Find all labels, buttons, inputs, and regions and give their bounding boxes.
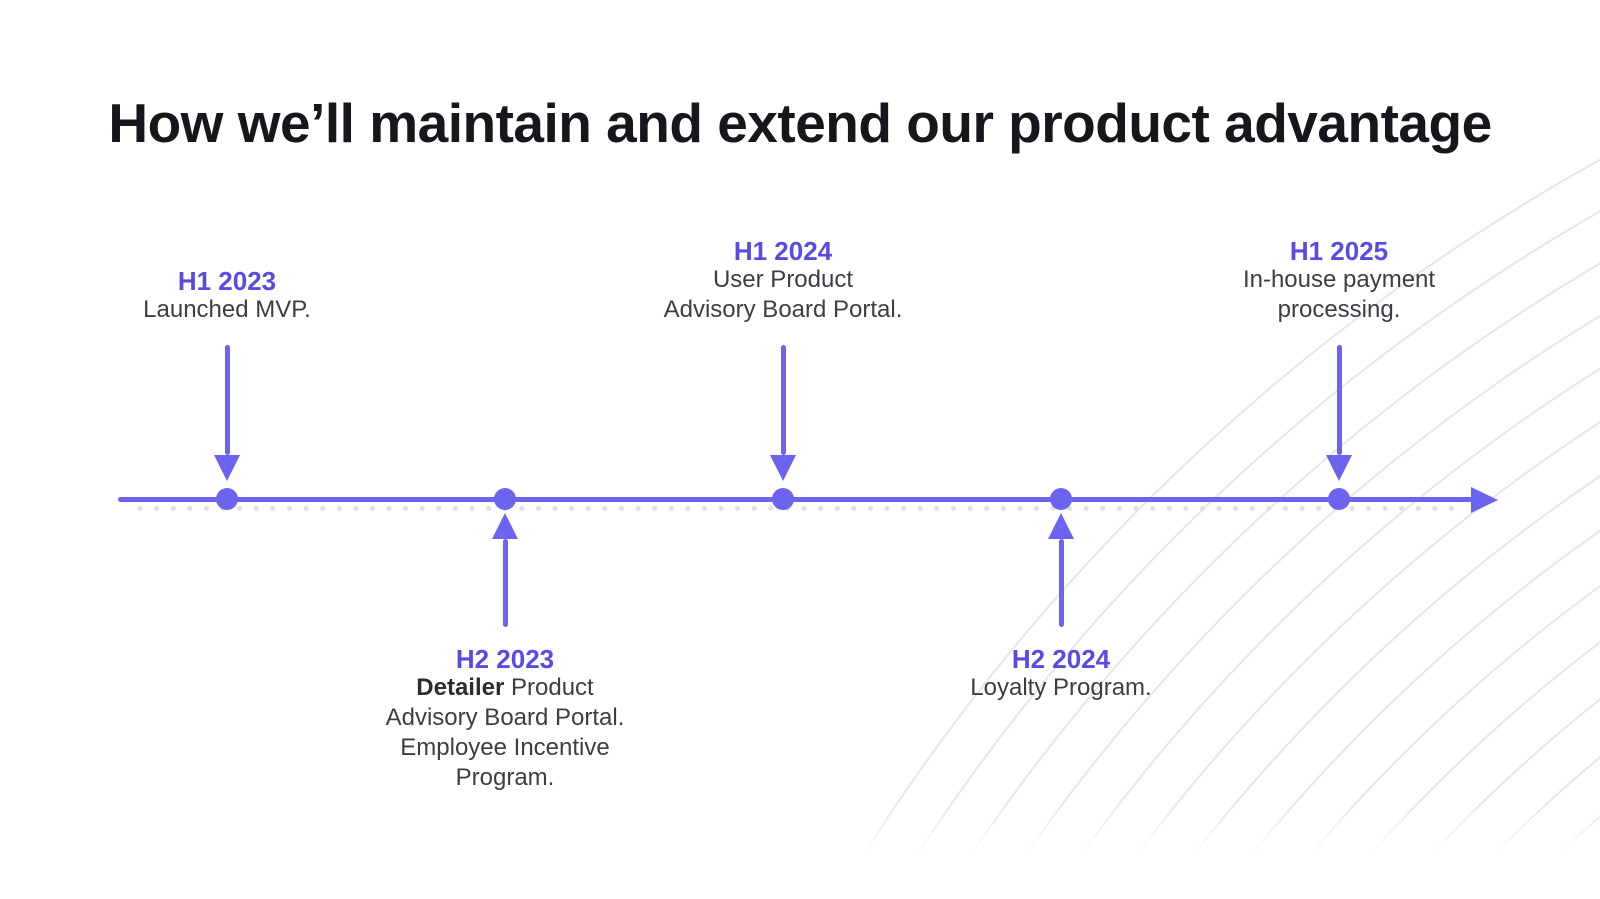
arrow-down-icon [770,345,796,481]
arrow-head [770,455,796,481]
description-line: Loyalty Program. [970,674,1152,701]
milestone-period: H1 2025 [1289,236,1389,266]
description-line: Program. [455,764,555,791]
timeline-dot-h1-2025 [1328,488,1350,510]
description-line: processing. [1277,296,1401,323]
milestone-description: In-house payment processing. [1243,265,1435,325]
page-title: How we’ll maintain and extend our produc… [108,92,1492,154]
milestone-h1-2023: H1 2023 Launched MVP. [77,267,377,481]
arrow-stem [224,345,230,455]
timeline-line [118,497,1474,502]
arrow-down-icon [1326,345,1352,481]
product-name-emphasis: Detailer [416,674,505,701]
milestone-period: H2 2023 [455,644,555,674]
timeline-arrowhead-icon [1471,487,1498,513]
milestone-h1-2024: H1 2024 User Product Advisory Board Port… [633,237,933,481]
description-line: Advisory Board Portal. [385,704,625,731]
arrow-up-icon [492,513,518,627]
arrow-head [1048,513,1074,539]
milestone-h2-2024: H2 2024 Loyalty Program. [911,513,1211,703]
description-line: User Product [712,266,854,293]
description-line: Employee Incentive [400,734,610,761]
milestone-period: H2 2024 [1011,644,1111,674]
milestone-description: Launched MVP. [143,295,311,325]
milestone-h1-2025: H1 2025 In-house payment processing. [1189,237,1489,481]
arrow-down-icon [214,345,240,481]
timeline-dot-h1-2023 [216,488,238,510]
arrow-stem [1336,345,1342,455]
milestone-description: User Product Advisory Board Portal. [664,265,903,325]
description-line-rest: Product [504,674,594,701]
milestone-h2-2023: H2 2023 Detailer Product Advisory Board … [355,513,655,793]
description-line: In-house payment [1242,266,1436,293]
arrow-up-icon [1048,513,1074,627]
description-line: Advisory Board Portal. [663,296,903,323]
milestone-period: H1 2023 [177,266,277,296]
milestone-period: H1 2024 [733,236,833,266]
arrow-head [492,513,518,539]
timeline-dot-h2-2024 [1050,488,1072,510]
arrow-head [1326,455,1352,481]
arrow-head [214,455,240,481]
description-line: Detailer Product [386,673,625,703]
arrow-stem [780,345,786,455]
milestone-description: Loyalty Program. [970,673,1151,703]
description-line: Launched MVP. [143,296,311,323]
timeline-dot-h1-2024 [772,488,794,510]
arrow-stem [502,539,508,627]
arrow-stem [1058,539,1064,627]
timeline-dot-h2-2023 [494,488,516,510]
bottom-fade-overlay [0,800,1600,899]
milestone-description: Detailer Product Advisory Board Portal. … [386,673,625,793]
